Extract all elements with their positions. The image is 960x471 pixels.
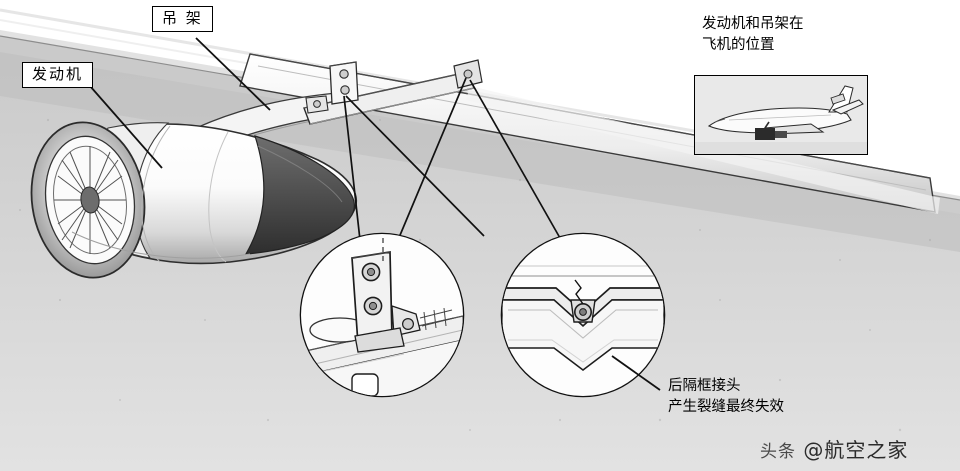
- inset-caption: 发动机和吊架在 飞机的位置: [702, 16, 804, 53]
- detail-circle-left: [299, 232, 465, 398]
- aircraft-side-view: [695, 76, 867, 154]
- detail-leader-lines: [343, 77, 561, 241]
- watermark-prefix: 头条: [760, 442, 796, 462]
- engine-nacelle: [30, 91, 362, 279]
- label-pylon: 吊 架: [152, 6, 213, 33]
- watermark-text: @航空之家: [803, 438, 909, 462]
- watermark: 头条 @航空之家: [760, 434, 908, 463]
- label-leader-lines: [89, 37, 661, 391]
- aircraft-location-inset: [694, 75, 868, 155]
- detail-circle-right: [500, 232, 666, 398]
- failure-caption: 后隔框接头 产生裂缝最终失效: [668, 378, 784, 415]
- label-engine: 发动机: [22, 62, 94, 89]
